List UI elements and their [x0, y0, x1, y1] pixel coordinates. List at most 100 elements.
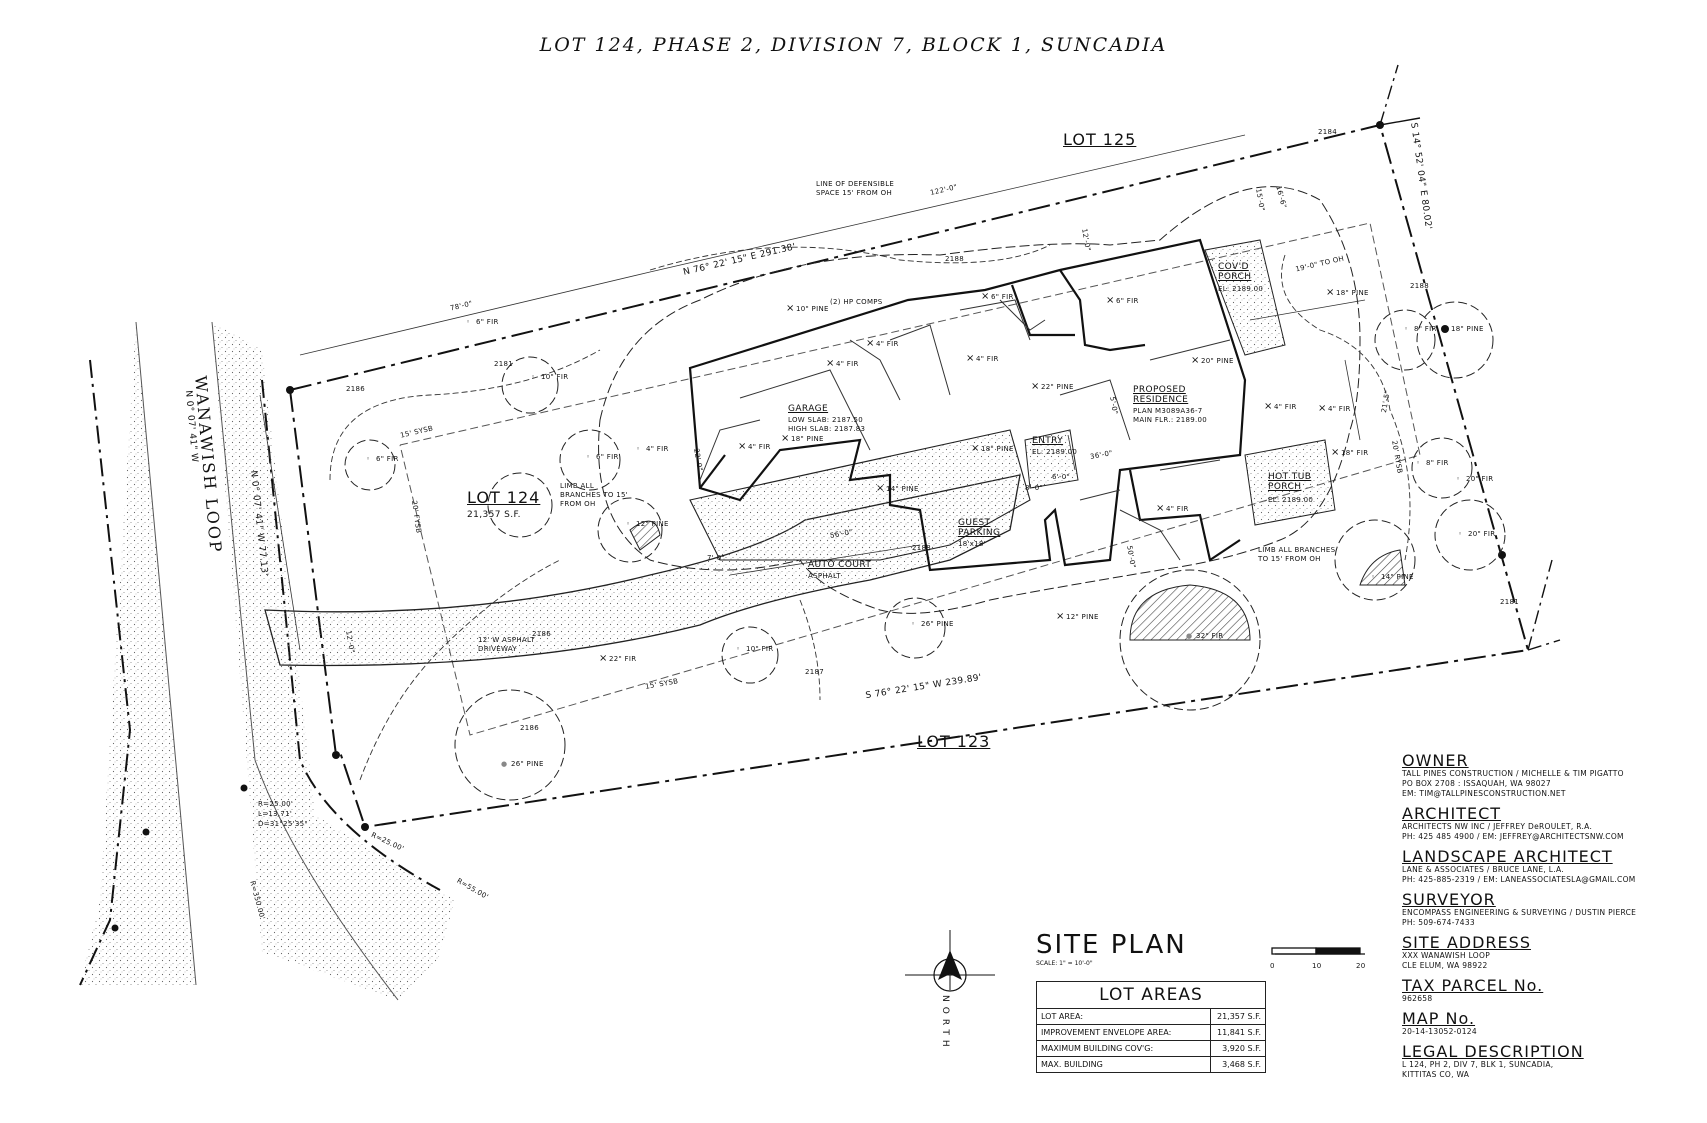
interior-wall: [1149, 339, 1231, 361]
tree-crown: [1334, 519, 1416, 601]
owner-heading: OWNER: [1402, 751, 1469, 770]
dimension-line: [729, 544, 921, 576]
tree-marker: ×: [1318, 403, 1327, 414]
tree-marker: ◦: [1456, 475, 1461, 483]
tree-label: 4" FIR: [1328, 405, 1351, 413]
scale-bar: [1271, 947, 1365, 955]
owner-line: TALL PINES CONSTRUCTION / MICHELLE & TIM…: [1402, 769, 1624, 778]
lot-areas-title: LOT AREAS: [1037, 982, 1265, 1009]
tree-label: 26" PINE: [511, 760, 544, 768]
tree-marker: ◦: [531, 373, 536, 381]
defensible-space-label: LINE OF DEFENSIBLE SPACE 15' FROM OH: [816, 180, 895, 197]
row-label: MAXIMUM BUILDING COV'G:: [1037, 1041, 1211, 1056]
contour-label: 2181: [494, 360, 514, 368]
tree-label: 10" FIR: [746, 645, 774, 653]
lot-line-ext: [1527, 639, 1561, 651]
tree-marker: ◦: [366, 455, 371, 463]
tree-marker: ◦: [626, 520, 631, 528]
architect-heading: ARCHITECT: [1402, 804, 1502, 823]
property-corner: [1441, 325, 1449, 333]
tree-label: 18" PINE: [1336, 289, 1369, 297]
property-corner: [332, 751, 340, 759]
lot-line-ext: [1527, 559, 1553, 651]
auto-court-material: ASPHALT: [808, 572, 841, 580]
curve-length: L=13.71': [258, 810, 293, 818]
map-block: MAP No. 20-14-13052-0124: [1402, 1010, 1702, 1037]
tree-label: 18" PINE: [981, 445, 1014, 453]
tree-label: 4" FIR: [836, 360, 859, 368]
tree-label: 6" FIR: [1116, 297, 1139, 305]
entry-area: [1024, 429, 1079, 489]
landscape-line: PH: 425-885-2319 / EM: LANEASSOCIATESLA@…: [1402, 875, 1636, 884]
property-corner: [1376, 121, 1384, 129]
tax-block: TAX PARCEL No. 962658: [1402, 977, 1702, 1004]
dim-8: 8'-0": [1025, 484, 1044, 492]
tree-label: 6" FIR: [991, 293, 1014, 301]
residence-main-floor: MAIN FLR.: 2189.00: [1133, 416, 1208, 424]
garage-slab-high: HIGH SLAB: 2187.83: [788, 425, 866, 433]
property-corner: [361, 823, 369, 831]
tree-removal-hatch: [629, 520, 661, 551]
tree-crown: [1374, 309, 1436, 371]
landscape-heading: LANDSCAPE ARCHITECT: [1402, 847, 1613, 866]
tree-label: 6" FIR: [376, 455, 399, 463]
tree-crown: [344, 439, 396, 491]
tree-label: 4" FIR: [876, 340, 899, 348]
north-arrow: [905, 930, 995, 992]
limb-note-2: LIMB ALL BRANCHES TO 15' FROM OH: [1258, 546, 1336, 563]
table-row: MAX. BUILDING 3,468 S.F.: [1037, 1057, 1265, 1072]
tree-marker: ◦: [636, 445, 641, 453]
curve-radius: R=25.00': [258, 800, 294, 808]
tree-crown: [1411, 437, 1473, 499]
contour-label: 2188: [1410, 282, 1430, 290]
property-corner: [286, 386, 294, 394]
row-value: 3,468 S.F.: [1222, 1060, 1261, 1069]
hp-comps-label: (2) HP COMPS: [830, 298, 883, 306]
tree-marker: ◦: [1416, 459, 1421, 467]
table-row: MAXIMUM BUILDING COV'G:3,920 S.F.: [1037, 1041, 1265, 1057]
interior-wall: [739, 369, 871, 451]
hottub-porch-label: HOT TUB PORCH: [1268, 472, 1312, 492]
project-info: OWNER TALL PINES CONSTRUCTION / MICHELLE…: [1402, 752, 1702, 1086]
tree-label: 6" FIR: [596, 453, 619, 461]
dim-6: 6'-0": [1052, 473, 1071, 481]
road-monument: [111, 924, 119, 932]
dimension-line: [299, 271, 651, 356]
page-title: LOT 124, PHASE 2, DIVISION 7, BLOCK 1, S…: [539, 34, 1168, 56]
row-value: 21,357 S.F.: [1216, 1012, 1261, 1021]
contour-label: 2187: [805, 668, 825, 676]
tree-label: 20" FIR: [1468, 530, 1496, 538]
tree-label: 22" PINE: [1041, 383, 1074, 391]
row-label: MAX. BUILDING: [1037, 1057, 1211, 1072]
architect-line: PH: 425 485 4900 / EM: JEFFREY@ARCHITECT…: [1402, 832, 1624, 841]
legal-heading: LEGAL DESCRIPTION: [1402, 1042, 1584, 1061]
tree-marker: ◦: [1441, 325, 1446, 333]
scale-tick-20: 20: [1356, 962, 1366, 970]
surveyor-line: ENCOMPASS ENGINEERING & SURVEYING / DUST…: [1402, 908, 1637, 917]
roof-ridge: [999, 299, 1046, 331]
legal-line: KITTITAS CO, WA: [1402, 1070, 1470, 1079]
scale-tick-10: 10: [1312, 962, 1322, 970]
tree-marker: ×: [1326, 287, 1335, 298]
lot-line: [289, 123, 1530, 829]
tax-heading: TAX PARCEL No.: [1402, 976, 1544, 995]
contour-line: [329, 349, 601, 481]
tree-marker: ×: [971, 443, 980, 454]
dimension-line: [1344, 359, 1361, 441]
tax-line: 962658: [1402, 994, 1433, 1003]
tree-crown: [454, 689, 566, 801]
landscape-block: LANDSCAPE ARCHITECT LANE & ASSOCIATES / …: [1402, 848, 1702, 885]
tree-label: 10" FIR: [541, 373, 569, 381]
scale-tick-0: 0: [1270, 962, 1275, 970]
surveyor-block: SURVEYOR ENCOMPASS ENGINEERING & SURVEYI…: [1402, 891, 1702, 928]
defensible-space-line: [598, 186, 1361, 614]
tree-crown: [1416, 301, 1494, 379]
tree-label: 32" FIR: [1196, 632, 1224, 640]
road-curb-2: [135, 321, 197, 986]
tree-marker: ◦: [736, 645, 741, 653]
address-heading: SITE ADDRESS: [1402, 933, 1531, 952]
tree-label: 8" FIR: [1426, 459, 1449, 467]
tree-crown: [487, 472, 553, 538]
tree-label: 8" FIR: [1414, 325, 1437, 333]
road-monument: [142, 828, 150, 836]
